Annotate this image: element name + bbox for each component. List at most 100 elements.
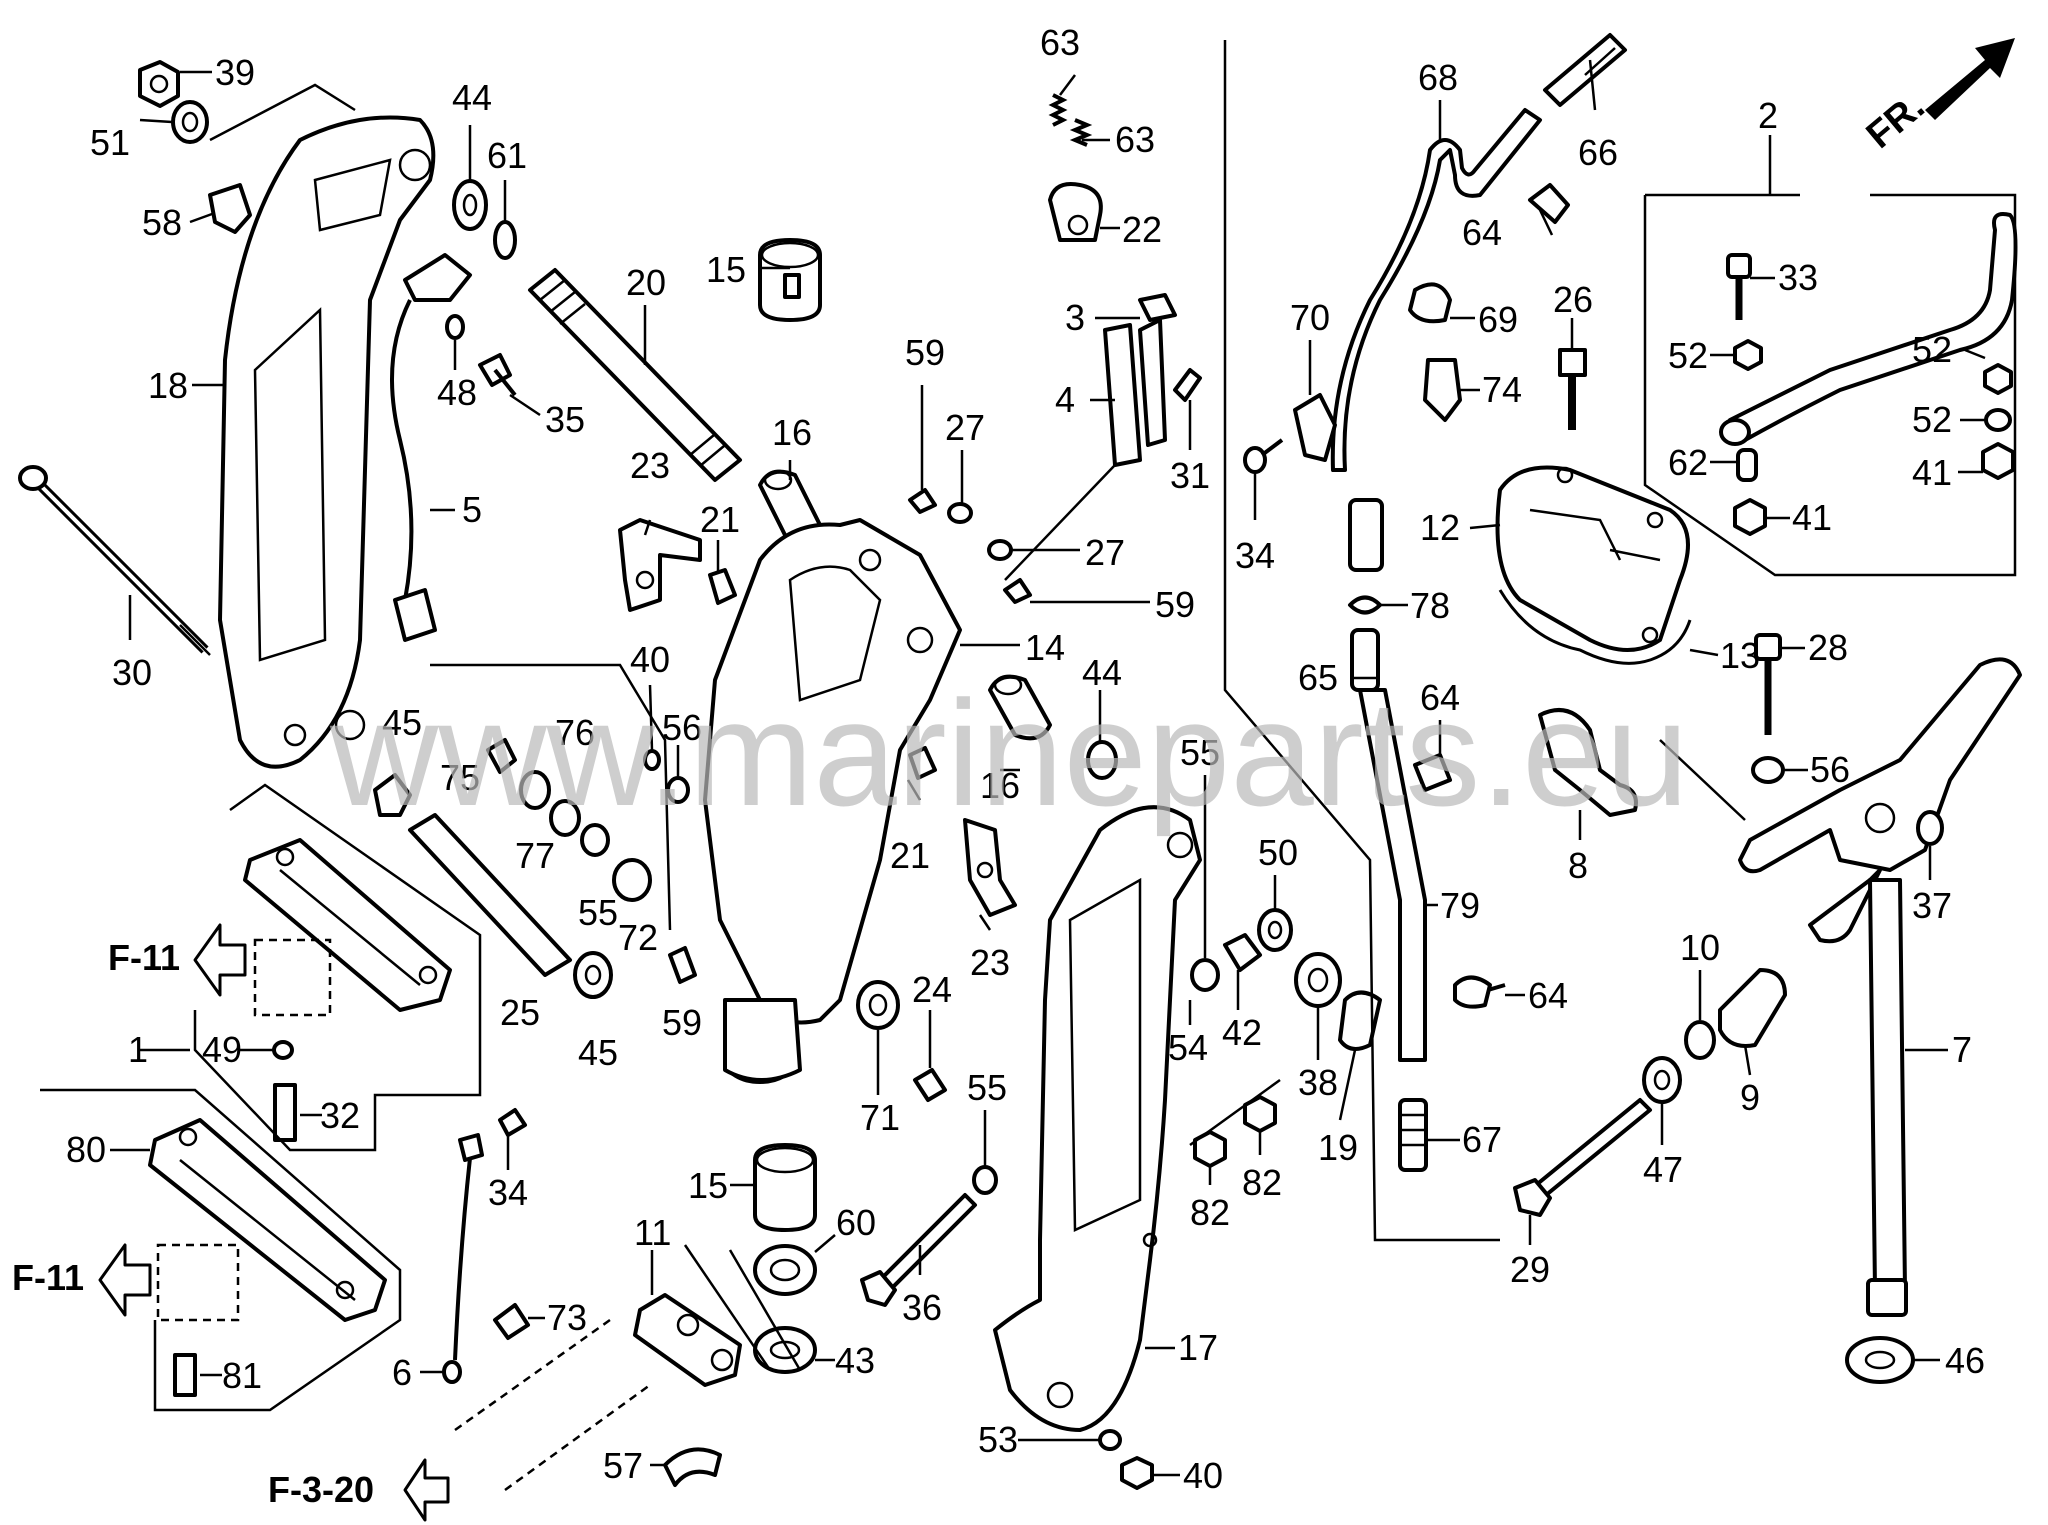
- callout-56-right[interactable]: 56: [1810, 749, 1850, 790]
- callout-35[interactable]: 35: [545, 399, 585, 440]
- callout-74[interactable]: 74: [1482, 369, 1522, 410]
- callout-59-top[interactable]: 59: [905, 332, 945, 373]
- callout-82-left[interactable]: 82: [1190, 1192, 1230, 1233]
- callout-81[interactable]: 81: [222, 1355, 262, 1396]
- callout-59-mid[interactable]: 59: [1155, 584, 1195, 625]
- callout-41-center[interactable]: 41: [1792, 497, 1832, 538]
- callout-28[interactable]: 28: [1808, 627, 1848, 668]
- ref-label-f11-bottom[interactable]: F-11: [12, 1257, 84, 1298]
- callout-56-left[interactable]: 56: [662, 707, 702, 748]
- callout-34-right[interactable]: 34: [1235, 535, 1275, 576]
- callout-49[interactable]: 49: [202, 1029, 242, 1070]
- callout-11[interactable]: 11: [634, 1212, 671, 1253]
- callout-46[interactable]: 46: [1945, 1340, 1985, 1381]
- callout-62[interactable]: 62: [1668, 442, 1708, 483]
- ref-label-f320[interactable]: F-3-20: [268, 1469, 374, 1510]
- callout-31[interactable]: 31: [1170, 455, 1210, 496]
- callout-68[interactable]: 68: [1418, 57, 1458, 98]
- callout-6[interactable]: 6: [392, 1352, 412, 1393]
- callout-52-left[interactable]: 52: [1668, 335, 1708, 376]
- callout-78[interactable]: 78: [1410, 585, 1450, 626]
- callout-13[interactable]: 13: [1720, 635, 1760, 676]
- callout-58[interactable]: 58: [142, 202, 182, 243]
- callout-59-lower[interactable]: 59: [662, 1002, 702, 1043]
- callout-67[interactable]: 67: [1462, 1119, 1502, 1160]
- callout-63-mid[interactable]: 63: [1115, 119, 1155, 160]
- callout-42[interactable]: 42: [1222, 1012, 1262, 1053]
- callout-1[interactable]: 1: [128, 1029, 148, 1070]
- callout-32[interactable]: 32: [320, 1095, 360, 1136]
- callout-21-top[interactable]: 21: [700, 499, 740, 540]
- callout-12[interactable]: 12: [1420, 507, 1460, 548]
- callout-24[interactable]: 24: [912, 969, 952, 1010]
- callout-16-top[interactable]: 16: [772, 412, 812, 453]
- callout-34-left[interactable]: 34: [488, 1172, 528, 1213]
- callout-27-mid[interactable]: 27: [1085, 532, 1125, 573]
- callout-2[interactable]: 2: [1758, 95, 1778, 136]
- callout-17[interactable]: 17: [1178, 1327, 1218, 1368]
- callout-19[interactable]: 19: [1318, 1127, 1358, 1168]
- callout-48[interactable]: 48: [437, 372, 477, 413]
- callout-4[interactable]: 4: [1055, 379, 1075, 420]
- callout-7[interactable]: 7: [1952, 1029, 1972, 1070]
- callout-40-top[interactable]: 40: [630, 639, 670, 680]
- callout-3[interactable]: 3: [1065, 297, 1085, 338]
- callout-47[interactable]: 47: [1643, 1149, 1683, 1190]
- callout-55-left[interactable]: 55: [578, 892, 618, 933]
- ref-label-f11-top[interactable]: F-11: [108, 937, 180, 978]
- callout-65[interactable]: 65: [1298, 657, 1338, 698]
- callout-80[interactable]: 80: [66, 1129, 106, 1170]
- callout-60[interactable]: 60: [836, 1202, 876, 1243]
- callout-41-right[interactable]: 41: [1912, 452, 1952, 493]
- callout-51[interactable]: 51: [90, 122, 130, 163]
- callout-10[interactable]: 10: [1680, 927, 1720, 968]
- callout-21-lower[interactable]: 21: [890, 835, 930, 876]
- callout-44-lower[interactable]: 44: [1082, 652, 1122, 693]
- callout-52-upper[interactable]: 52: [1912, 329, 1952, 370]
- callout-30[interactable]: 30: [112, 652, 152, 693]
- callout-69[interactable]: 69: [1478, 299, 1518, 340]
- callout-39[interactable]: 39: [215, 52, 255, 93]
- callout-22[interactable]: 22: [1122, 209, 1162, 250]
- callout-29[interactable]: 29: [1510, 1249, 1550, 1290]
- callout-5[interactable]: 5: [462, 489, 482, 530]
- callout-55-right[interactable]: 55: [1180, 732, 1220, 773]
- callout-15-top[interactable]: 15: [706, 249, 746, 290]
- callout-27-top[interactable]: 27: [945, 407, 985, 448]
- callout-40-lower[interactable]: 40: [1183, 1455, 1223, 1496]
- callout-50[interactable]: 50: [1258, 832, 1298, 873]
- callout-26[interactable]: 26: [1553, 279, 1593, 320]
- callout-64-mid[interactable]: 64: [1420, 677, 1460, 718]
- callout-64-lower[interactable]: 64: [1528, 975, 1568, 1016]
- callout-79[interactable]: 79: [1440, 885, 1480, 926]
- callout-71[interactable]: 71: [860, 1097, 900, 1138]
- callout-14[interactable]: 14: [1025, 627, 1065, 668]
- callout-52-lower[interactable]: 52: [1912, 399, 1952, 440]
- callout-33[interactable]: 33: [1778, 257, 1818, 298]
- callout-61[interactable]: 61: [487, 135, 527, 176]
- callout-53[interactable]: 53: [978, 1419, 1018, 1460]
- callout-16-lower[interactable]: 16: [980, 765, 1020, 806]
- callout-70[interactable]: 70: [1290, 297, 1330, 338]
- callout-75[interactable]: 75: [440, 757, 480, 798]
- callout-63-top[interactable]: 63: [1040, 22, 1080, 63]
- callout-43[interactable]: 43: [835, 1340, 875, 1381]
- callout-18[interactable]: 18: [148, 365, 188, 406]
- callout-37[interactable]: 37: [1912, 885, 1952, 926]
- callout-72[interactable]: 72: [618, 917, 658, 958]
- callout-45-top[interactable]: 45: [382, 702, 422, 743]
- callout-57[interactable]: 57: [603, 1445, 643, 1486]
- callout-20[interactable]: 20: [626, 262, 666, 303]
- callout-77[interactable]: 77: [515, 835, 555, 876]
- callout-73[interactable]: 73: [547, 1297, 587, 1338]
- callout-23-lower[interactable]: 23: [970, 942, 1010, 983]
- callout-64-top[interactable]: 64: [1462, 212, 1502, 253]
- callout-76[interactable]: 76: [555, 712, 595, 753]
- callout-66[interactable]: 66: [1578, 132, 1618, 173]
- callout-54[interactable]: 54: [1168, 1027, 1208, 1068]
- callout-55-center[interactable]: 55: [967, 1067, 1007, 1108]
- callout-25[interactable]: 25: [500, 992, 540, 1033]
- callout-15-lower[interactable]: 15: [688, 1165, 728, 1206]
- callout-45-lower[interactable]: 45: [578, 1032, 618, 1073]
- callout-38[interactable]: 38: [1298, 1062, 1338, 1103]
